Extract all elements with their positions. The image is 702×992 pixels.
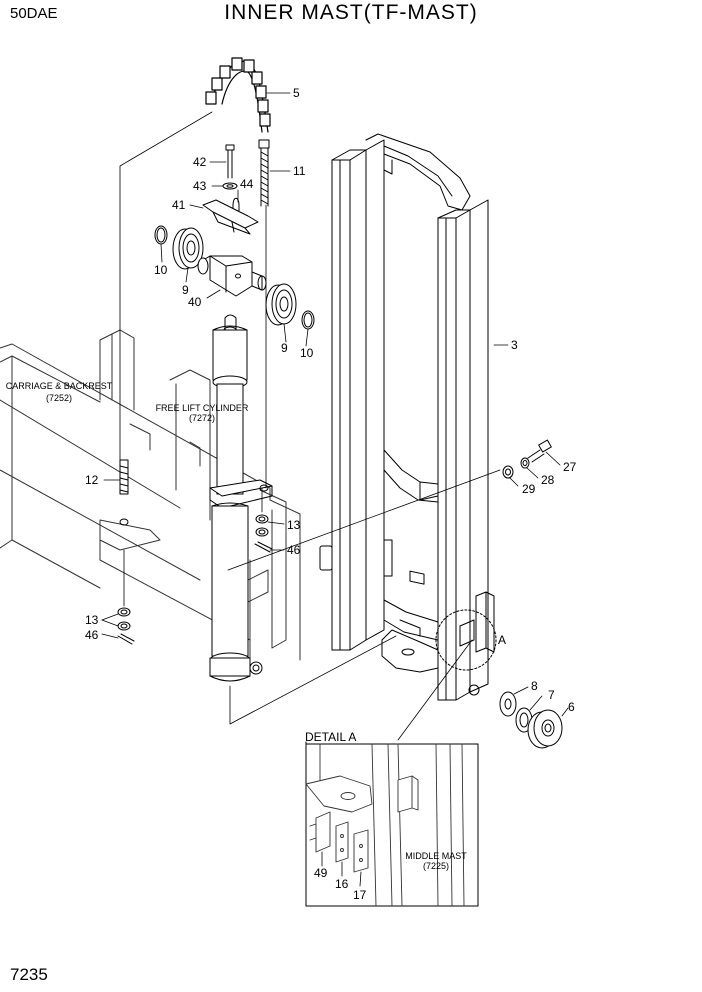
detail-marker: A [498, 633, 507, 647]
leader-lines [101, 92, 569, 717]
callout-49: 49 [314, 866, 328, 880]
callout-16: 16 [335, 877, 349, 891]
callout-46-lower: 46 [85, 628, 99, 642]
callout-7: 7 [548, 688, 555, 702]
chain [205, 57, 271, 133]
detail-a-label: DETAIL A [305, 730, 357, 744]
nut-pin-upper [254, 514, 273, 553]
callout-40: 40 [188, 295, 202, 309]
roller-left [172, 227, 204, 270]
callout-8: 8 [531, 679, 538, 693]
callout-41: 41 [172, 198, 186, 212]
callout-5: 5 [293, 86, 300, 100]
callout-43: 43 [193, 179, 207, 193]
stud [119, 459, 129, 526]
callout-3: 3 [511, 338, 518, 352]
page-title: INNER MAST(TF-MAST) [224, 1, 478, 24]
callout-44: 44 [240, 177, 254, 191]
free-lift-cylinder [209, 314, 273, 682]
callout-13-upper: 13 [287, 518, 301, 532]
construction-lines [119, 111, 501, 741]
side-roller-set [499, 691, 563, 749]
callout-9-right: 9 [281, 341, 288, 355]
detail-a-inset [305, 741, 479, 907]
callout-6: 6 [568, 700, 575, 714]
callout-12: 12 [85, 473, 99, 487]
carriage-label: CARRIAGE & BACKREST [5, 381, 113, 391]
callout-9-left: 9 [182, 283, 189, 297]
middle-mast-label: MIDDLE MAST [405, 851, 467, 861]
anchor-bolt [258, 139, 270, 207]
callout-10-right: 10 [300, 346, 314, 360]
cylinder-ref: (7272) [188, 413, 215, 423]
callout-46-upper: 46 [287, 543, 301, 557]
nut-pin-lower [117, 607, 135, 645]
carriage-ref: (7252) [45, 393, 72, 403]
bracket [202, 199, 259, 235]
callout-11: 11 [293, 164, 306, 178]
carriage-backrest [0, 329, 301, 661]
callout-42: 42 [193, 155, 207, 169]
middle-mast-ref: (7225) [422, 861, 449, 871]
inner-mast [319, 133, 497, 701]
callout-28: 28 [541, 473, 555, 487]
callout-29: 29 [522, 482, 536, 496]
callout-13-lower: 13 [85, 613, 99, 627]
detail-circle-a [435, 609, 497, 671]
callout-27: 27 [563, 460, 577, 474]
callout-10-left: 10 [154, 263, 168, 277]
cylinder-label: FREE LIFT CYLINDER [155, 403, 249, 413]
bolt-set [502, 439, 552, 479]
page-number: 7235 [10, 965, 48, 984]
roller-shaft [197, 255, 267, 297]
callout-17: 17 [353, 888, 367, 902]
roller-right [265, 283, 297, 326]
model-code: 50DAE [10, 5, 58, 22]
